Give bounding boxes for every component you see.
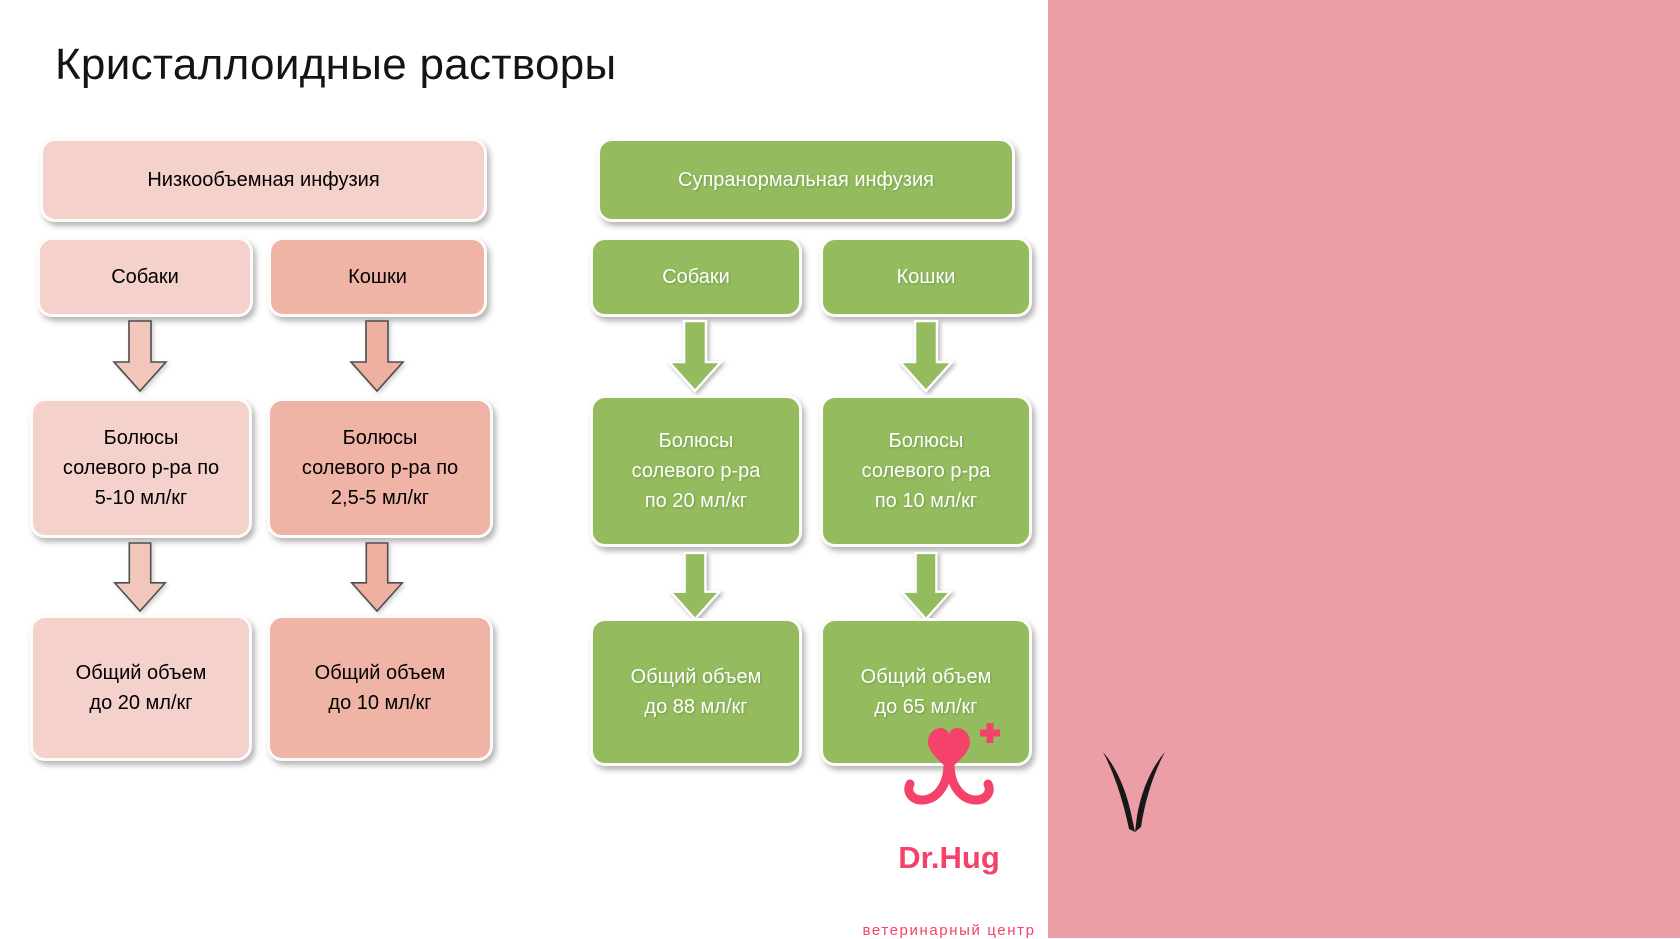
supranormal-dogs-total: Общий объем до 88 мл/кг [590,618,802,766]
drhug-brand-text: Dr.Hug [898,840,1000,875]
arrow-down-icon [897,319,955,393]
drhug-heart-logo-icon [904,723,1000,805]
supranormal-dogs-bolus: Болюсы солевого р-ра по 20 мл/кг [590,395,802,547]
arrow-down-icon [349,542,405,613]
arrow-down-icon [349,320,405,393]
low-volume-dogs-total: Общий объем до 20 мл/кг [30,615,252,761]
low-volume-cats-bolus: Болюсы солевого р-ра по 2,5-5 мл/кг [267,398,493,538]
supranormal-dogs-label: Собаки [590,237,802,317]
arrow-down-icon [112,320,168,393]
supranormal-header: Супранормальная инфузия [597,138,1015,222]
v-logo-icon [1103,752,1165,832]
low-volume-cats-label: Кошки [268,237,487,317]
supranormal-cats-total: Общий объем до 65 мл/кг [820,618,1032,766]
arrow-down-icon [666,319,724,393]
side-accent-panel [1048,0,1680,938]
arrow-down-icon [667,551,723,621]
low-volume-dogs-label: Собаки [37,237,253,317]
supranormal-cats-label: Кошки [820,237,1032,317]
drhug-tagline-text: ветеринарный центр [862,922,1036,939]
plus-icon [980,723,1000,743]
low-volume-dogs-bolus: Болюсы солевого р-ра по 5-10 мл/кг [30,398,252,538]
arrow-down-icon [112,542,168,613]
low-volume-header: Низкообъемная инфузия [40,138,487,222]
low-volume-cats-total: Общий объем до 10 мл/кг [267,615,493,761]
slide-title: Кристаллоидные растворы [55,40,617,89]
heart-icon [928,728,970,770]
arrow-down-icon [898,551,954,621]
supranormal-cats-bolus: Болюсы солевого р-ра по 10 мл/кг [820,395,1032,547]
